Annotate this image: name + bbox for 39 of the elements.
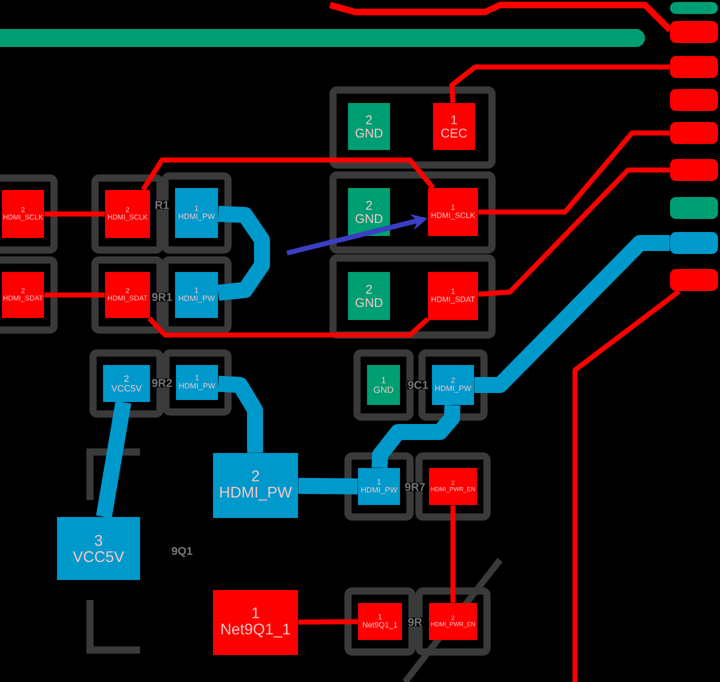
pad: 2 HDMI_PW [213, 453, 298, 518]
pad: 2 GND [348, 103, 390, 150]
trace [450, 64, 670, 103]
designator-label: 9Q1 [170, 546, 194, 558]
trace [140, 158, 435, 192]
trace [478, 130, 670, 214]
pad: 2 GND [348, 188, 390, 236]
pad: 2 VCC5V [103, 365, 150, 402]
pad: 3 VCC5V [57, 517, 140, 580]
connector-pad [670, 2, 718, 14]
connector-pad [670, 89, 718, 111]
pad: 1 CEC [433, 103, 475, 150]
trace [217, 206, 270, 301]
connector-pad [670, 159, 718, 181]
trace [218, 376, 264, 453]
trace [372, 405, 460, 468]
trace [148, 316, 430, 338]
trace [44, 212, 105, 216]
designator-label: 9R2 [151, 378, 173, 388]
trace [298, 619, 358, 625]
pad: 1 GND [367, 365, 400, 405]
connector-pad [670, 21, 718, 43]
designator-label: 9R [407, 618, 423, 626]
trace [572, 289, 681, 682]
designator-label: 9R1 [151, 292, 173, 302]
pad: 1 Net9Q1_1 [213, 590, 298, 655]
connector-pad [670, 232, 718, 254]
connector-pad [670, 56, 718, 78]
designator-label: 9R7 [404, 482, 426, 492]
designator-label: R1 [154, 200, 170, 210]
trace [96, 400, 132, 518]
connector-pad [670, 269, 718, 291]
pad: 2 GND [348, 272, 390, 320]
trace [44, 292, 105, 298]
trace [450, 505, 456, 603]
connector-pad [670, 197, 718, 219]
trace [478, 168, 670, 297]
designator-label: 9C1 [407, 380, 429, 390]
connector-pad [670, 122, 718, 144]
